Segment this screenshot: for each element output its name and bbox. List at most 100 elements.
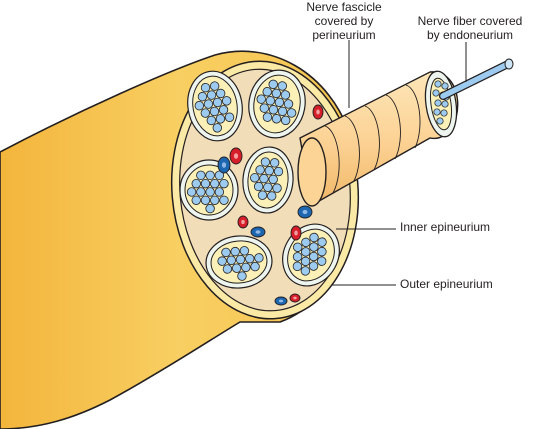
fascicle [242,146,294,214]
axon [245,253,255,264]
axon [230,246,240,257]
axon [301,247,311,257]
fascicle [187,70,243,142]
vessel-lumen [278,299,284,303]
axon [203,99,214,109]
axon [222,264,233,274]
axon [267,191,277,201]
axon [239,246,250,256]
axon [269,158,280,168]
axon [262,112,273,122]
label-nerve-fascicle: Nerve fascicle covered by perineurium [296,0,392,42]
axon [280,90,291,100]
axon [264,166,275,176]
axon [209,106,220,117]
axon [263,182,273,192]
axon [221,96,232,106]
nerve-fiber [439,58,514,100]
axon [214,170,225,181]
axon [191,195,201,205]
axon [292,252,303,262]
axon [436,117,444,125]
axon [268,174,278,185]
axon [293,242,303,252]
axon [300,256,311,267]
label-nerve-fascicle-line1: Nerve fascicle [306,0,382,14]
vessel-lumen [255,230,261,234]
axon [209,81,220,91]
axon [317,237,327,247]
fascicle-group [179,69,340,289]
axon [286,108,297,118]
axon [206,90,217,100]
axon [241,262,251,273]
axon [196,187,206,197]
axon [206,115,217,126]
axon [274,97,285,108]
axon [309,232,319,243]
axon [196,170,206,181]
label-nerve-fascicle-line2: covered by [314,14,374,28]
vessel-lumen [302,209,308,215]
axon [256,94,266,104]
axon [440,109,448,117]
axon [205,187,215,197]
vessel-lumen [294,230,298,236]
vessel-lumen [221,162,227,168]
axon [215,114,226,124]
axon [186,187,197,197]
vessel-group [217,104,324,306]
axon [268,105,279,115]
axon [260,157,271,167]
axon [250,173,260,183]
vessel-lumen [241,219,245,225]
axon [433,108,441,116]
axon [301,237,311,248]
axon [191,178,201,189]
axon [257,190,268,200]
axon [432,89,440,97]
vessel-lumen [233,153,239,159]
axon [277,106,288,117]
axon [317,256,327,266]
axon [280,115,291,126]
axon [308,261,319,271]
label-inner-epineurium: Inner epineurium [400,220,491,234]
fascicle-tube-end [297,137,327,207]
vessel-lumen [316,109,320,115]
axon [219,178,229,189]
axon [309,251,319,262]
label-nerve-fiber-line2: by endoneurium [426,28,514,42]
label-nerve-fascicle-line3: perineurium [312,28,376,42]
axon [217,256,227,266]
axon [194,100,205,111]
axon [273,166,284,177]
axon [434,99,442,107]
label-nerve-fiber: Nerve fiber covered by endoneurium [410,14,530,42]
axon [226,255,237,266]
axon [210,195,220,205]
axon [231,263,242,273]
axon [210,178,220,189]
axon [235,254,246,265]
axon [200,108,211,118]
axon [300,266,311,276]
axon [309,242,319,252]
axon [434,80,442,88]
axon [255,165,265,175]
axon [268,79,278,90]
axon [212,123,223,133]
axon [200,82,211,93]
axon [277,81,288,91]
axon [262,87,272,97]
axon [200,195,211,205]
axon [219,195,229,205]
tube-rings [324,84,421,194]
axon [205,203,215,214]
axon [272,183,282,193]
axon [259,173,269,184]
axon [214,187,225,197]
axon [265,96,276,106]
axon [224,112,235,122]
